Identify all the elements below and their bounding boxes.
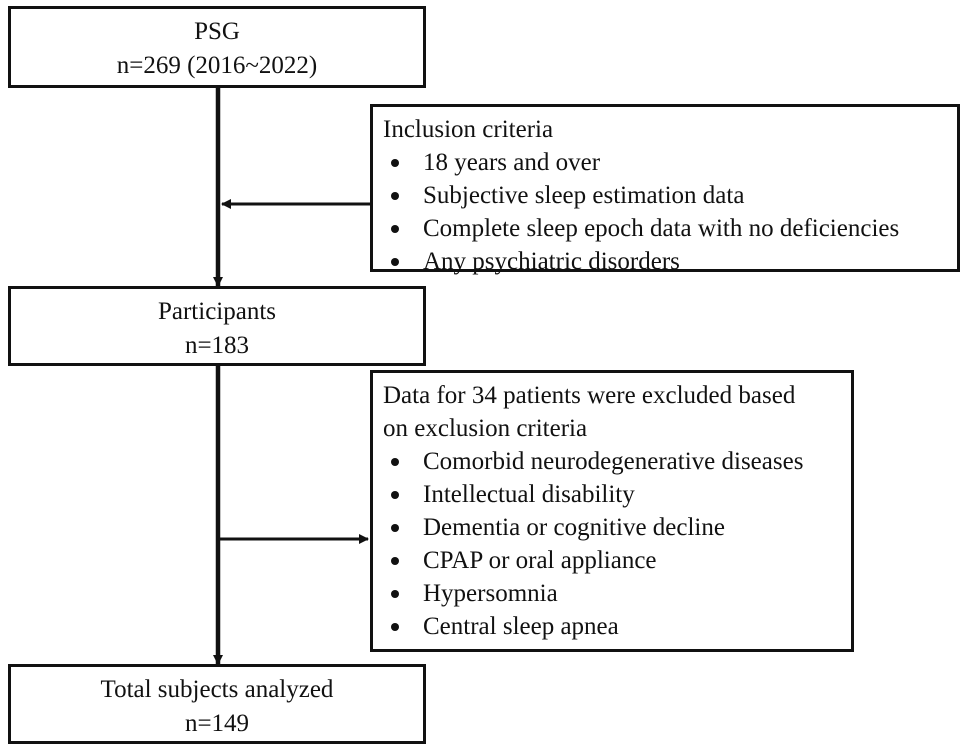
inclusion-list: 18 years and over Subjective sleep estim…	[383, 146, 957, 278]
exclusion-item: Comorbid neurodegenerative diseases	[383, 445, 851, 478]
exclusion-item: Dementia or cognitive decline	[383, 511, 851, 544]
participants-count: n=183	[184, 332, 250, 359]
exclusion-item: CPAP or oral appliance	[383, 544, 851, 577]
exclusion-item: Intellectual disability	[383, 478, 851, 511]
inclusion-heading: Inclusion criteria	[383, 116, 554, 143]
exclusion-item: Hypersomnia	[383, 577, 851, 610]
exclusion-criteria-box: Data for 34 patients were excluded based…	[370, 370, 854, 652]
inclusion-item: 18 years and over	[383, 146, 957, 179]
psg-title: PSG	[194, 18, 240, 45]
total-subjects-box: Total subjects analyzed n=149	[8, 664, 426, 744]
exclusion-item: Central sleep apnea	[383, 610, 851, 643]
exclusion-heading-line2: on exclusion criteria	[383, 415, 588, 442]
inclusion-item: Any psychiatric disorders	[383, 245, 957, 278]
exclusion-heading-line1: Data for 34 patients were excluded based	[383, 382, 796, 409]
psg-count: n=269 (2016~2022)	[116, 52, 318, 79]
total-title: Total subjects analyzed	[100, 676, 334, 703]
total-count: n=149	[184, 710, 250, 737]
exclusion-list: Comorbid neurodegenerative diseases Inte…	[383, 445, 851, 643]
participants-box: Participants n=183	[8, 286, 426, 366]
psg-box: PSG n=269 (2016~2022)	[8, 6, 426, 88]
participants-title: Participants	[157, 298, 277, 325]
inclusion-item: Subjective sleep estimation data	[383, 179, 957, 212]
inclusion-criteria-box: Inclusion criteria 18 years and over Sub…	[370, 104, 960, 275]
inclusion-item: Complete sleep epoch data with no defici…	[383, 212, 957, 245]
